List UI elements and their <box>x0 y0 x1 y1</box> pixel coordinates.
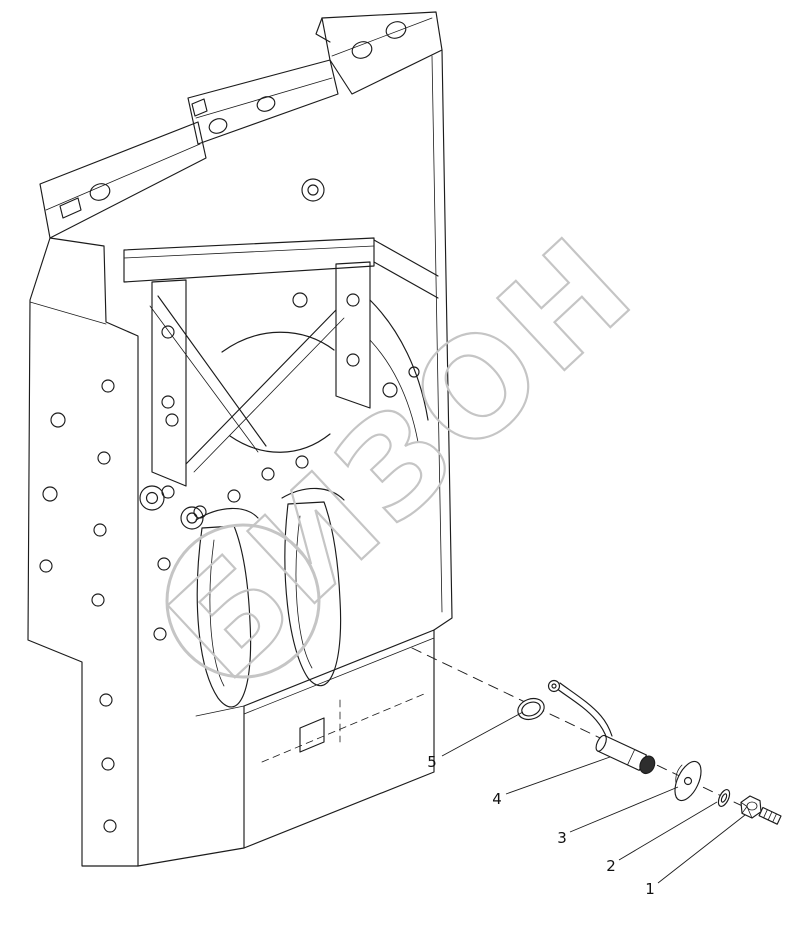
callout-3-label: 3 <box>557 829 567 847</box>
exploded-parts <box>411 647 782 825</box>
right-edge <box>431 49 453 631</box>
part-washer <box>717 789 731 807</box>
callout-4-label: 4 <box>492 790 502 808</box>
part-drain-valve <box>547 679 656 775</box>
center-frame <box>123 178 439 519</box>
callout-2-label: 2 <box>606 857 616 875</box>
callout-4-leader <box>505 756 611 795</box>
callouts: 5 4 3 2 1 <box>427 711 746 898</box>
callout-2-leader <box>618 801 718 861</box>
callout-5-label: 5 <box>427 753 437 771</box>
oil-pan-opening <box>137 629 435 867</box>
left-face <box>27 237 139 867</box>
callout-2: 2 <box>606 801 718 875</box>
watermark-text: БИЗОН <box>141 206 665 709</box>
callout-5: 5 <box>427 711 524 771</box>
watermark-logo-circle <box>165 523 321 679</box>
callout-4: 4 <box>492 756 611 808</box>
callout-3-leader <box>569 786 679 833</box>
part-gasket-plate <box>674 760 702 802</box>
callout-1-label: 1 <box>645 880 655 898</box>
watermark: БИЗОН <box>139 205 665 710</box>
mid-bolt-holes <box>139 413 204 641</box>
callout-1-leader <box>657 814 746 884</box>
top-flanges <box>39 11 443 239</box>
engine-block-drawing <box>27 11 453 867</box>
cylinder-bores <box>195 487 345 708</box>
callout-5-leader <box>441 711 524 757</box>
callout-1: 1 <box>645 814 746 898</box>
part-bolt <box>740 795 782 825</box>
assembly-axis-line <box>411 647 781 825</box>
callout-3: 3 <box>557 786 679 847</box>
